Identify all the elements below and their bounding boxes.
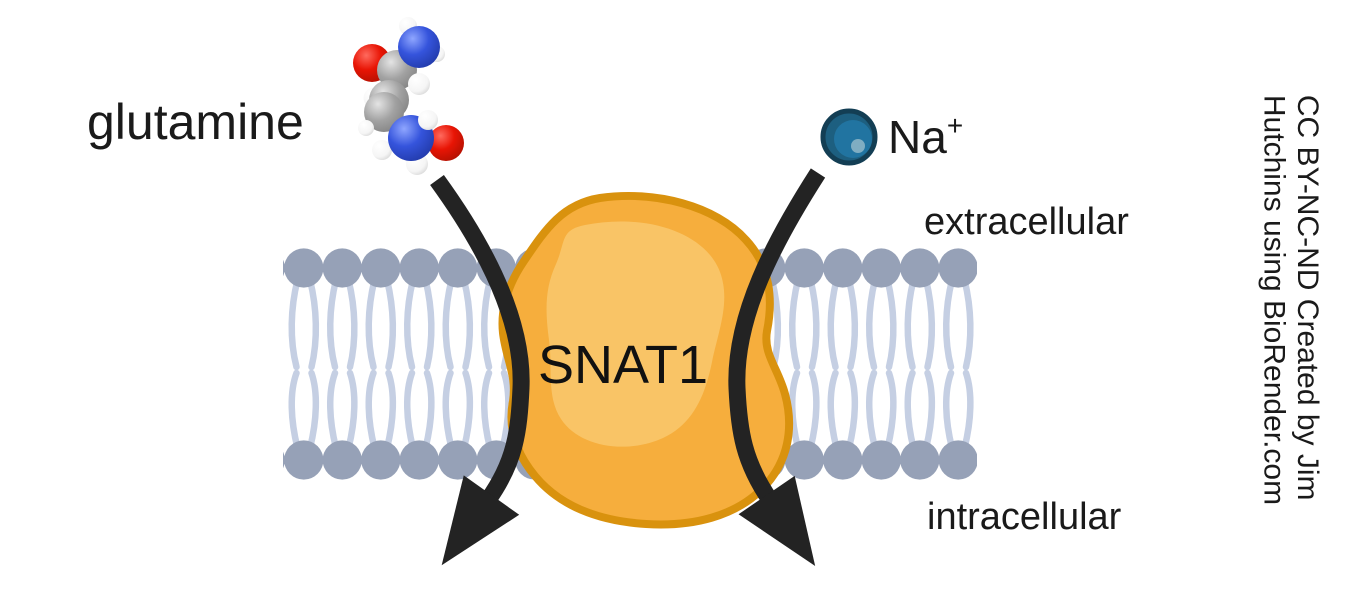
glutamine-transport-arrow bbox=[430, 175, 530, 566]
sodium-label: Na+ bbox=[888, 110, 964, 163]
attribution-line-1: CC BY-NC-ND Created by Jim bbox=[1291, 94, 1324, 501]
nitrogen-atom bbox=[398, 26, 440, 68]
carbon-atom bbox=[364, 92, 404, 132]
sodium-ion bbox=[820, 108, 878, 166]
hydrogen-atom bbox=[372, 140, 392, 160]
glutamine-label: glutamine bbox=[87, 94, 304, 150]
sodium-sphere-highlight bbox=[851, 139, 865, 153]
protein-highlight bbox=[546, 221, 725, 447]
sodium-transport-arrow bbox=[728, 168, 826, 567]
extracellular-label: extracellular bbox=[924, 201, 1129, 243]
sodium-charge: + bbox=[946, 110, 964, 141]
intracellular-label: intracellular bbox=[927, 496, 1122, 538]
hydrogen-atom bbox=[408, 73, 430, 95]
sodium-symbol: Na bbox=[888, 111, 947, 163]
oxygen-atom bbox=[428, 125, 464, 161]
glutamine-molecule bbox=[353, 17, 464, 175]
sodium-sphere-shade bbox=[834, 120, 872, 158]
snat1-label: SNAT1 bbox=[538, 335, 708, 395]
hydrogen-atom bbox=[418, 110, 438, 130]
attribution-line-2: Hutchins using BioRender.com bbox=[1257, 94, 1291, 506]
hydrogen-atom bbox=[358, 120, 374, 136]
snat1-protein: SNAT1 bbox=[498, 191, 794, 529]
attribution: CC BY-NC-ND Created by Jim Hutchins usin… bbox=[1257, 95, 1324, 505]
